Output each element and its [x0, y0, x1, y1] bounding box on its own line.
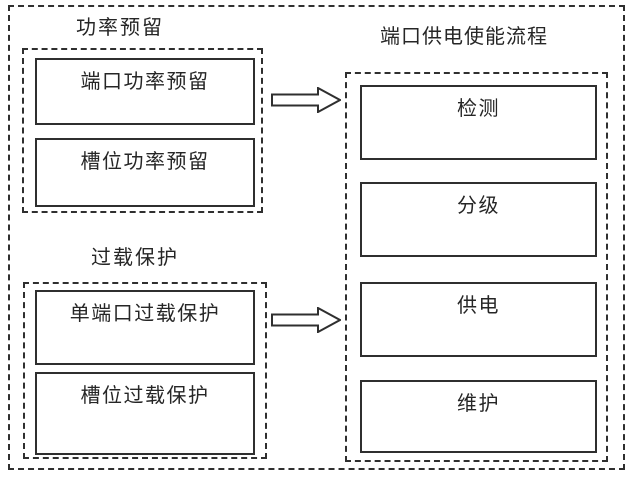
- node-step-detection: 检测: [360, 85, 597, 160]
- power-reservation-group-title: 功率预留: [76, 17, 164, 39]
- overload-protection-group-box: [23, 282, 267, 459]
- figure-outer-border: [8, 5, 625, 470]
- right-block-arrow-icon: [271, 307, 341, 333]
- node-port-power-reservation: 端口功率预留: [35, 58, 255, 125]
- node-step-power-supply: 供电: [360, 282, 597, 357]
- node-step-classification: 分级: [360, 182, 597, 257]
- node-step-maintenance: 维护: [360, 380, 597, 453]
- node-slot-power-reservation: 槽位功率预留: [35, 138, 255, 207]
- enable-flow-group-title: 端口供电使能流程: [380, 26, 548, 48]
- node-single-port-overload-protection: 单端口过载保护: [35, 290, 255, 365]
- overload-protection-group-title: 过载保护: [91, 247, 179, 269]
- enable-flow-group-box: [345, 72, 608, 462]
- node-slot-overload-protection: 槽位过载保护: [35, 372, 255, 455]
- power-reservation-group-box: [22, 48, 263, 213]
- right-block-arrow-icon: [271, 87, 341, 113]
